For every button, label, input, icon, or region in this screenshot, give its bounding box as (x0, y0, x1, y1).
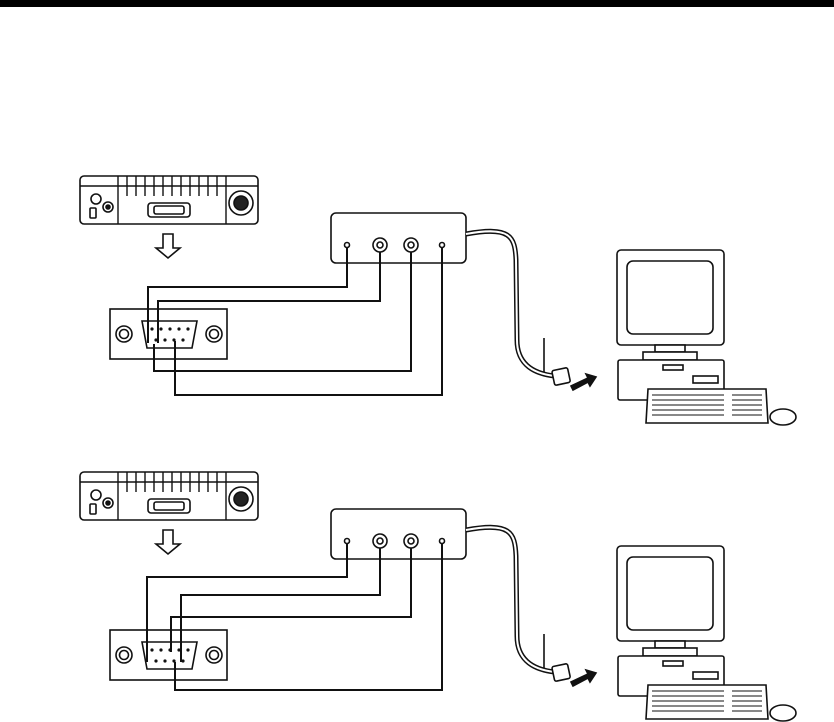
interface-box-icon (331, 509, 466, 559)
serial-cable-icon (466, 527, 596, 686)
diagram-2 (80, 472, 796, 721)
arrow-down-icon (156, 530, 180, 554)
header-rule (0, 0, 834, 7)
db9-connector-icon (110, 309, 227, 359)
db9-connector-icon (110, 630, 227, 680)
serial-cable-icon (466, 231, 596, 390)
desktop-computer-icon (617, 546, 796, 721)
desktop-computer-icon (617, 250, 796, 425)
radio-rear-panel-icon (80, 176, 258, 224)
interface-box-icon (331, 213, 466, 263)
radio-rear-panel-icon (80, 472, 258, 520)
diagram-1 (80, 176, 796, 425)
arrow-down-icon (156, 234, 180, 258)
